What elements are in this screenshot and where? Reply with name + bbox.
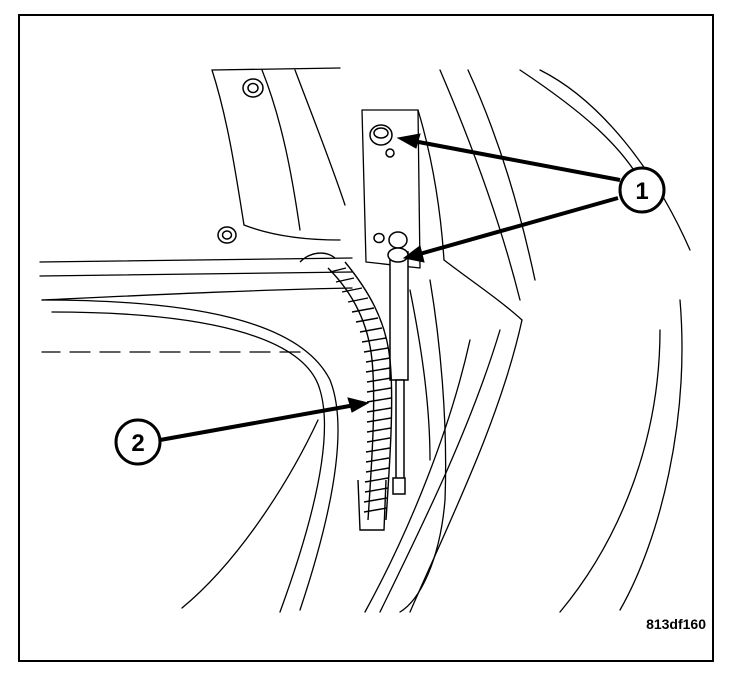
figure-frame [18,14,714,662]
leader-1-bottom [415,196,619,257]
arrowhead-2 [347,397,370,413]
arrowhead-1-bottom [402,245,425,263]
callout-1-circle [618,166,666,214]
callout-2-circle [114,418,162,466]
gas-strut [387,247,409,495]
leader-lines [159,133,621,442]
strut-rod [395,379,405,481]
strut-end-fitting [392,477,406,495]
leader-2 [159,403,356,442]
callout-2-label: 2 [131,430,144,457]
body-panel-lines [39,67,691,613]
hinge-bolt-bottom [388,231,408,249]
callout-2: 2 [114,418,162,466]
callout-1-label: 1 [635,178,648,205]
arrowhead-1-top [396,133,421,149]
strut-cylinder [389,251,409,381]
leader-1-top [407,138,621,182]
figure-id-label: 813df160 [646,616,706,632]
callout-1: 1 [618,166,666,214]
wire-harness-conduit [299,252,393,531]
bolts [217,78,408,249]
